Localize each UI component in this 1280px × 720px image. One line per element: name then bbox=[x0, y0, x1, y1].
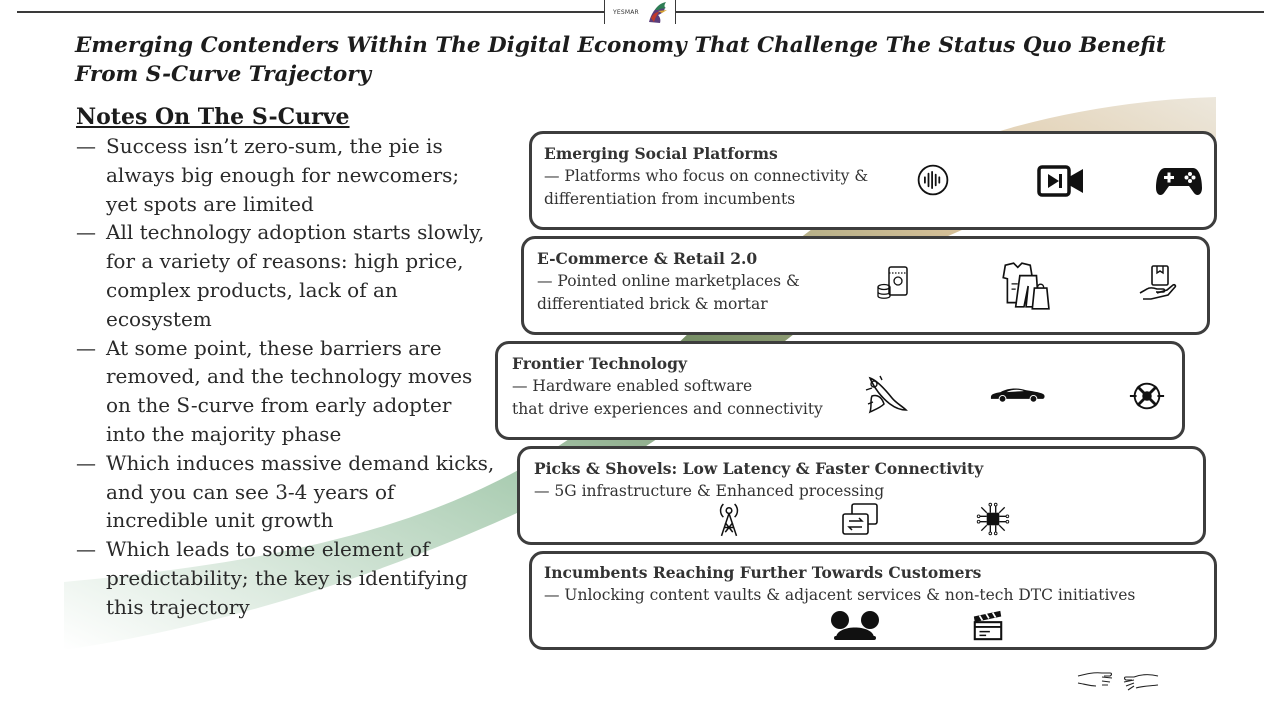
card-ecommerce-retail: E-Commerce & Retail 2.0 — Pointed online… bbox=[521, 236, 1210, 335]
gamepad-icon bbox=[1156, 168, 1202, 196]
card-text: — Hardware enabled software bbox=[512, 377, 753, 395]
card-title: Incumbents Reaching Further Towards Cust… bbox=[544, 563, 982, 582]
card-text: — Unlocking content vaults & adjacent se… bbox=[544, 586, 1136, 604]
hand-product-icon bbox=[1139, 265, 1177, 300]
card-incumbents: Incumbents Reaching Further Towards Cust… bbox=[529, 551, 1217, 650]
eagle-head-icon bbox=[649, 2, 667, 23]
brand-logo: YESMAR bbox=[604, 0, 676, 24]
card-text: — Platforms who focus on connectivity & bbox=[544, 167, 869, 185]
list-item: —All technology adoption starts slowly, … bbox=[76, 220, 485, 331]
logo-text: YESMAR bbox=[613, 9, 639, 16]
card-frontier-technology: Frontier Technology — Hardware enabled s… bbox=[495, 341, 1185, 440]
electric-car-icon bbox=[990, 388, 1045, 403]
card-emerging-social-platforms: Emerging Social Platforms — Platforms wh… bbox=[529, 131, 1217, 230]
page-title: Emerging Contenders Within The Digital E… bbox=[75, 33, 1166, 87]
list-item: —Success isn’t zero-sum, the pie is alwa… bbox=[76, 134, 460, 216]
notes-section: Notes On The S-Curve —Success isn’t zero… bbox=[76, 104, 496, 622]
list-item: —At some point, these barriers are remov… bbox=[76, 335, 473, 446]
video-play-icon bbox=[1037, 165, 1083, 197]
card-title: Frontier Technology bbox=[512, 354, 687, 373]
notes-list: —Success isn’t zero-sum, the pie is alwa… bbox=[76, 132, 496, 622]
data-transfer-icon bbox=[842, 503, 878, 535]
mouse-ears-icon bbox=[831, 611, 879, 640]
card-title: Emerging Social Platforms bbox=[544, 144, 778, 163]
card-text: — Pointed online marketplaces & bbox=[537, 272, 800, 290]
space-rocket-icon bbox=[865, 375, 908, 414]
grocery-items-icon bbox=[877, 266, 908, 299]
card-title: E-Commerce & Retail 2.0 bbox=[537, 249, 758, 268]
header-rule-right bbox=[676, 11, 1264, 13]
clapperboard-icon bbox=[973, 610, 1003, 641]
list-item: —Which leads to some element of predicta… bbox=[76, 537, 468, 619]
processor-chip-icon bbox=[976, 502, 1010, 536]
drone-icon bbox=[1129, 382, 1165, 410]
handshake-hands-icon bbox=[1077, 672, 1159, 691]
cell-tower-icon bbox=[719, 503, 739, 537]
header-rule-left bbox=[17, 11, 604, 13]
card-text: differentiation from incumbents bbox=[544, 190, 796, 208]
card-title: Picks & Shovels: Low Latency & Faster Co… bbox=[534, 459, 984, 478]
card-text: differentiated brick & mortar bbox=[537, 295, 768, 313]
notes-heading: Notes On The S-Curve bbox=[76, 104, 350, 130]
card-text: that drive experiences and connectivity bbox=[512, 400, 823, 418]
card-picks-shovels: Picks & Shovels: Low Latency & Faster Co… bbox=[517, 446, 1206, 545]
clothing-shopping-icon bbox=[1002, 262, 1050, 310]
list-item: —Which induces massive demand kicks, and… bbox=[76, 450, 495, 533]
audio-wave-icon bbox=[917, 164, 949, 196]
card-text: — 5G infrastructure & Enhanced processin… bbox=[534, 482, 885, 500]
